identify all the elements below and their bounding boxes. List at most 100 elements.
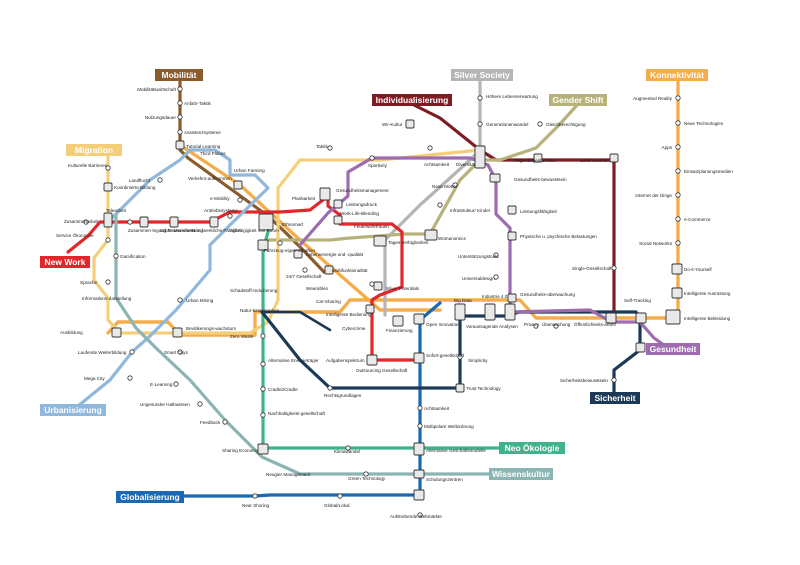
interchange	[455, 383, 465, 393]
station-label: Do-it-Yourself	[684, 267, 712, 272]
badges-group: Mobilität Silver Society Individualisier…	[40, 69, 708, 503]
station-dot	[177, 86, 183, 92]
station-dot	[277, 240, 283, 246]
station-label: Leistungsfähigkeit	[520, 209, 557, 214]
station-label: Neue Technologien	[684, 121, 724, 126]
station-label: Infrastruktur/ Kinder	[450, 208, 491, 213]
line-individualisierung	[410, 102, 616, 320]
station-label: Bevölkerungs-wachstum	[186, 326, 236, 331]
station-dot	[197, 401, 203, 407]
station-label: Green Technology	[348, 476, 386, 481]
interchange	[333, 215, 343, 225]
station-label: Finanzierung	[386, 328, 413, 333]
station-label: Nachhaltigkeits-gesellschaft	[268, 411, 326, 416]
station-dot	[222, 419, 228, 425]
interchange	[635, 312, 647, 324]
station-label: Smart Citys	[164, 350, 188, 355]
interchange	[258, 213, 274, 231]
station-dot	[452, 182, 458, 188]
station-label: Laufende Weiterbildung	[78, 350, 127, 355]
station-label: Überwachung	[542, 321, 571, 327]
station-dot	[457, 354, 463, 360]
station-label: Natur-katastrophen	[240, 308, 280, 313]
station-label: Privacy	[524, 322, 540, 327]
station-dot	[105, 165, 111, 171]
station-label: Aufstrebende Weltmärkte	[390, 514, 442, 519]
station-dot	[260, 361, 266, 367]
badge-migration-label: Migration	[75, 145, 113, 155]
station-label: Outsourcing Gesellschaft	[356, 368, 408, 373]
station-label: Ausbildung	[60, 330, 83, 335]
interchange	[413, 489, 425, 501]
station-label: Tutorial Learning	[186, 144, 221, 149]
badge-gender-shift: Gender Shift	[549, 94, 607, 106]
station-dot	[252, 493, 258, 499]
badge-new-work-label: New Work	[45, 257, 86, 267]
station-label: Einsatzplanungsmedien	[684, 169, 733, 174]
interchange	[609, 153, 619, 163]
badge-urbanisierung: Urbanisierung	[40, 404, 106, 416]
station-dot	[302, 267, 308, 273]
station-label: Social Networks	[639, 241, 673, 246]
station-dot	[260, 412, 266, 418]
station-label: Industrie 4.0	[482, 294, 508, 299]
station-label: Urban Farming	[234, 168, 265, 173]
station-dot	[537, 121, 543, 127]
station-label: Sofort-gesellschaft	[426, 353, 465, 358]
station-label: Apps	[662, 145, 673, 150]
interchange	[507, 231, 517, 241]
station-dot	[83, 219, 89, 225]
station-label: Work-Life-Blending	[340, 211, 379, 216]
interchange	[139, 216, 149, 228]
interchange	[665, 309, 681, 325]
station-label: Taktik	[316, 144, 328, 149]
line-gesundheit	[298, 156, 670, 350]
station-dot	[675, 192, 681, 198]
station-label: Urban Mining	[186, 298, 214, 303]
station-label: Universaldesign	[462, 276, 495, 281]
badge-wissenskultur: Wissenskultur	[489, 468, 553, 480]
station-label: Lebenswandel	[580, 158, 610, 163]
station-dot	[363, 471, 369, 477]
station-label: Alternative Energieträger	[268, 358, 319, 363]
station-dot	[260, 386, 266, 392]
badge-silver-society: Silver Society	[451, 69, 513, 81]
station-dot	[369, 281, 375, 287]
station-label: Ungesunder Halbwissen	[140, 402, 190, 407]
badge-konnektivitaet-label: Konnektivität	[650, 70, 704, 80]
badge-neo-oekologie: Neo Ökologie	[499, 442, 565, 454]
station-label: E-Learning	[150, 382, 173, 387]
station-dot	[177, 114, 183, 120]
station-label: e-Mobility	[210, 196, 230, 201]
station-dot	[477, 95, 483, 101]
station-dot	[157, 177, 163, 183]
station-dot	[327, 385, 333, 391]
station-label: Nutzungsdauer	[145, 115, 177, 120]
line-wissenskultur	[114, 214, 492, 476]
station-dot	[345, 445, 351, 451]
station-dot	[493, 274, 499, 280]
interchange	[324, 265, 334, 275]
station-dot	[177, 129, 183, 135]
interchange	[507, 293, 517, 303]
station-label: Abhängigkeit von Strom	[230, 228, 279, 233]
station-dot	[493, 252, 499, 258]
interchange	[319, 187, 331, 201]
interchange	[333, 199, 343, 209]
badge-neo-oekologie-label: Neo Ökologie	[505, 443, 560, 453]
interchange	[293, 249, 303, 259]
interchange	[504, 303, 516, 321]
interchange	[424, 229, 438, 241]
station-labels: Mobilitätswirtschaft Anfahr-Taktik Nutzu…	[56, 87, 733, 519]
station-dot	[369, 155, 375, 161]
line-gender-shift	[266, 102, 580, 242]
station-label: Cradle2Cradle	[268, 387, 298, 392]
interchange	[533, 153, 543, 163]
station-dot	[553, 323, 559, 329]
interchange	[507, 205, 517, 215]
interchange	[413, 352, 425, 364]
station-dot	[177, 297, 183, 303]
line-neo-oekologie	[261, 230, 502, 452]
station-label: Sharing Economy	[222, 448, 259, 453]
station-label: Koordinierte Bildung	[114, 185, 156, 190]
